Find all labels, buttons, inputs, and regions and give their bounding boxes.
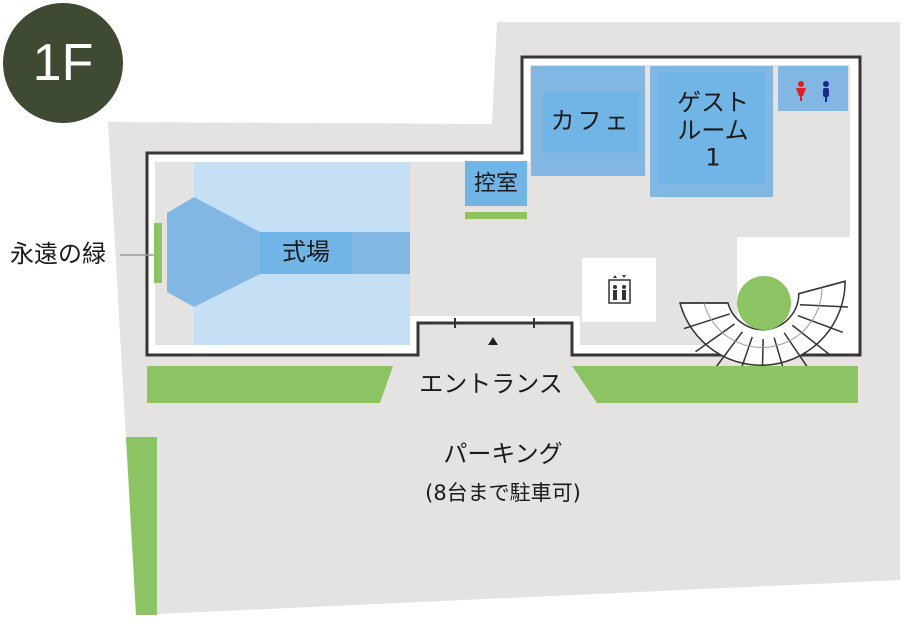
restroom-icon <box>796 81 829 102</box>
stair-line <box>713 331 744 371</box>
parking-note: (8台まで駐車可) <box>425 480 581 505</box>
stair-line <box>799 303 848 308</box>
planting-right <box>572 366 858 403</box>
guest-room-label-line: ルーム <box>677 116 749 145</box>
guest-room-label: ゲスト ルーム 1 <box>677 88 749 173</box>
entrance-label: エントランス <box>419 370 563 399</box>
guest-room-inner <box>658 72 765 184</box>
guest-room-label-line: ゲスト <box>677 88 749 117</box>
waiting-room <box>465 161 527 206</box>
eternal-green-strip <box>154 223 162 283</box>
stair-line <box>797 314 843 334</box>
waiting-room-label: 控室 <box>473 171 519 197</box>
ceremony-hall-label: 式場 <box>282 238 330 267</box>
floor-badge: 1F <box>3 3 123 123</box>
planting-parking <box>126 437 157 615</box>
elevator-hall <box>582 258 656 322</box>
stair-line <box>783 332 812 373</box>
waiting-room-green <box>465 212 527 219</box>
stair-line <box>683 313 730 330</box>
elevator-icon <box>608 275 631 304</box>
ceremony-hall-label-bg <box>260 232 352 274</box>
restroom <box>778 66 848 111</box>
spiral-stairs-icon <box>679 280 848 387</box>
cafe-label: カフェ <box>550 107 632 136</box>
guest-room-label-line: 1 <box>705 143 721 172</box>
eternal-green-label: 永遠の緑 <box>10 240 106 269</box>
entrance-arrow-icon <box>488 337 498 345</box>
stair-core-green <box>737 276 791 330</box>
cafe-inner <box>543 92 639 153</box>
stair-line <box>703 287 823 348</box>
planting-left <box>147 366 393 403</box>
stair-line <box>791 324 831 356</box>
parking-label: パーキング <box>443 440 563 469</box>
stair-line <box>695 323 736 353</box>
